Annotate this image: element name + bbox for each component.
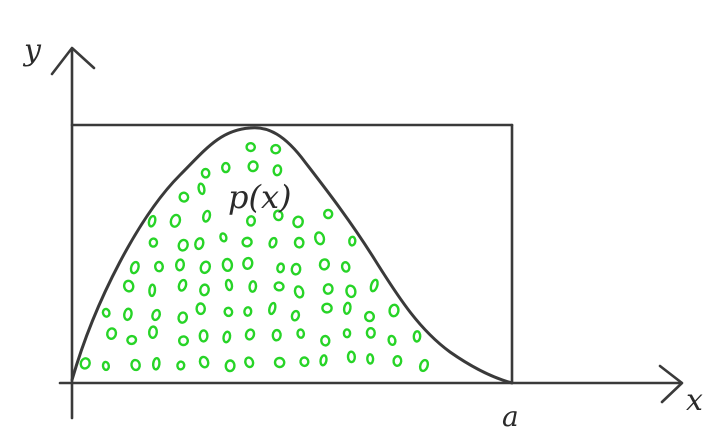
sample-dot (198, 355, 210, 369)
sample-dot (169, 213, 182, 228)
sample-dot (177, 278, 188, 292)
sample-dot (101, 360, 111, 372)
sample-dot (126, 334, 138, 346)
sample-dot (388, 303, 400, 318)
sample-dot (363, 310, 376, 323)
sample-dot (199, 260, 212, 275)
y-axis-label: y (22, 33, 42, 68)
y-axis-arrowhead (50, 46, 96, 76)
sample-dot (392, 355, 403, 367)
sample-dot (219, 232, 228, 243)
sample-dot (272, 209, 284, 222)
sample-dot (194, 237, 205, 251)
sample-dot (244, 328, 256, 341)
sample-dot (273, 281, 285, 292)
sample-dot (245, 141, 256, 153)
sample-dot (247, 160, 259, 173)
sample-dot (340, 261, 351, 273)
sample-dot (412, 330, 422, 343)
sample-dot (101, 307, 111, 318)
sample-dot (245, 215, 257, 227)
sample-dot (320, 334, 331, 347)
sample-dot (199, 283, 210, 297)
sample-dot (223, 306, 234, 318)
sample-dot (153, 260, 165, 273)
sample-dot (299, 356, 310, 368)
sample-dot (177, 335, 189, 347)
sample-dot (369, 278, 379, 293)
sample-dot (174, 258, 186, 272)
sample-dot (276, 262, 286, 274)
sample-dot (148, 283, 157, 298)
sample-dot (342, 301, 352, 315)
sample-dot (130, 358, 141, 372)
sample-dot (292, 215, 304, 229)
sample-dot (290, 309, 301, 322)
sample-dot (195, 302, 207, 316)
sample-dot (147, 214, 157, 228)
sample-dot (224, 359, 236, 373)
sample-dot (346, 350, 357, 364)
sample-dot (366, 353, 375, 365)
sample-dot (319, 354, 328, 367)
sample-dot (271, 328, 282, 342)
sample-dot (313, 231, 326, 246)
sample-dot (200, 167, 211, 179)
sample-dot (148, 237, 159, 248)
sample-dot (129, 260, 140, 275)
sample-dot (244, 356, 255, 369)
sample-dot (293, 236, 305, 249)
sample-dot (243, 306, 253, 317)
sample-dot (197, 182, 206, 196)
sample-dot (418, 358, 430, 373)
x-axis-label: x (686, 383, 703, 418)
sample-dot (79, 357, 91, 370)
sample-dot (202, 209, 212, 223)
sample-dot (122, 279, 135, 293)
sample-dot (268, 301, 277, 316)
sample-dot (387, 334, 397, 347)
sample-dot (293, 285, 305, 299)
sample-dot (296, 328, 306, 339)
sample-dot (342, 328, 352, 339)
curve-label: p(x) (228, 178, 292, 216)
sample-dot (321, 302, 333, 314)
sample-dot (348, 235, 357, 247)
sample-dot (290, 262, 302, 276)
sample-dot (176, 360, 186, 371)
sample-dot (151, 357, 161, 371)
sample-dot (224, 278, 234, 292)
x-end-label: a (502, 400, 519, 433)
sample-dot (177, 238, 189, 252)
sample-dot (123, 307, 133, 322)
sample-dot (220, 161, 231, 174)
x-axis-arrowhead (658, 364, 684, 404)
sample-dot (248, 280, 258, 293)
sample-dot (268, 236, 278, 249)
sample-dot (147, 325, 159, 339)
sample-dot (151, 308, 162, 322)
sample-dot (177, 311, 189, 324)
sample-dot (365, 327, 376, 339)
sample-dot (242, 256, 254, 270)
sample-dot (345, 284, 357, 299)
sample-dot (323, 208, 334, 220)
sample-dot (106, 327, 118, 340)
density-curve (70, 126, 514, 385)
sample-dot (221, 257, 234, 272)
sample-dot (272, 164, 283, 177)
sample-dot (222, 330, 232, 344)
sample-dots (79, 141, 430, 373)
sample-dot (178, 191, 190, 203)
sample-dot (198, 329, 209, 343)
sample-dot (273, 356, 286, 369)
sample-dot (322, 283, 334, 295)
sample-dot (270, 143, 282, 155)
sample-dot (241, 236, 253, 248)
sample-dot (318, 258, 331, 271)
